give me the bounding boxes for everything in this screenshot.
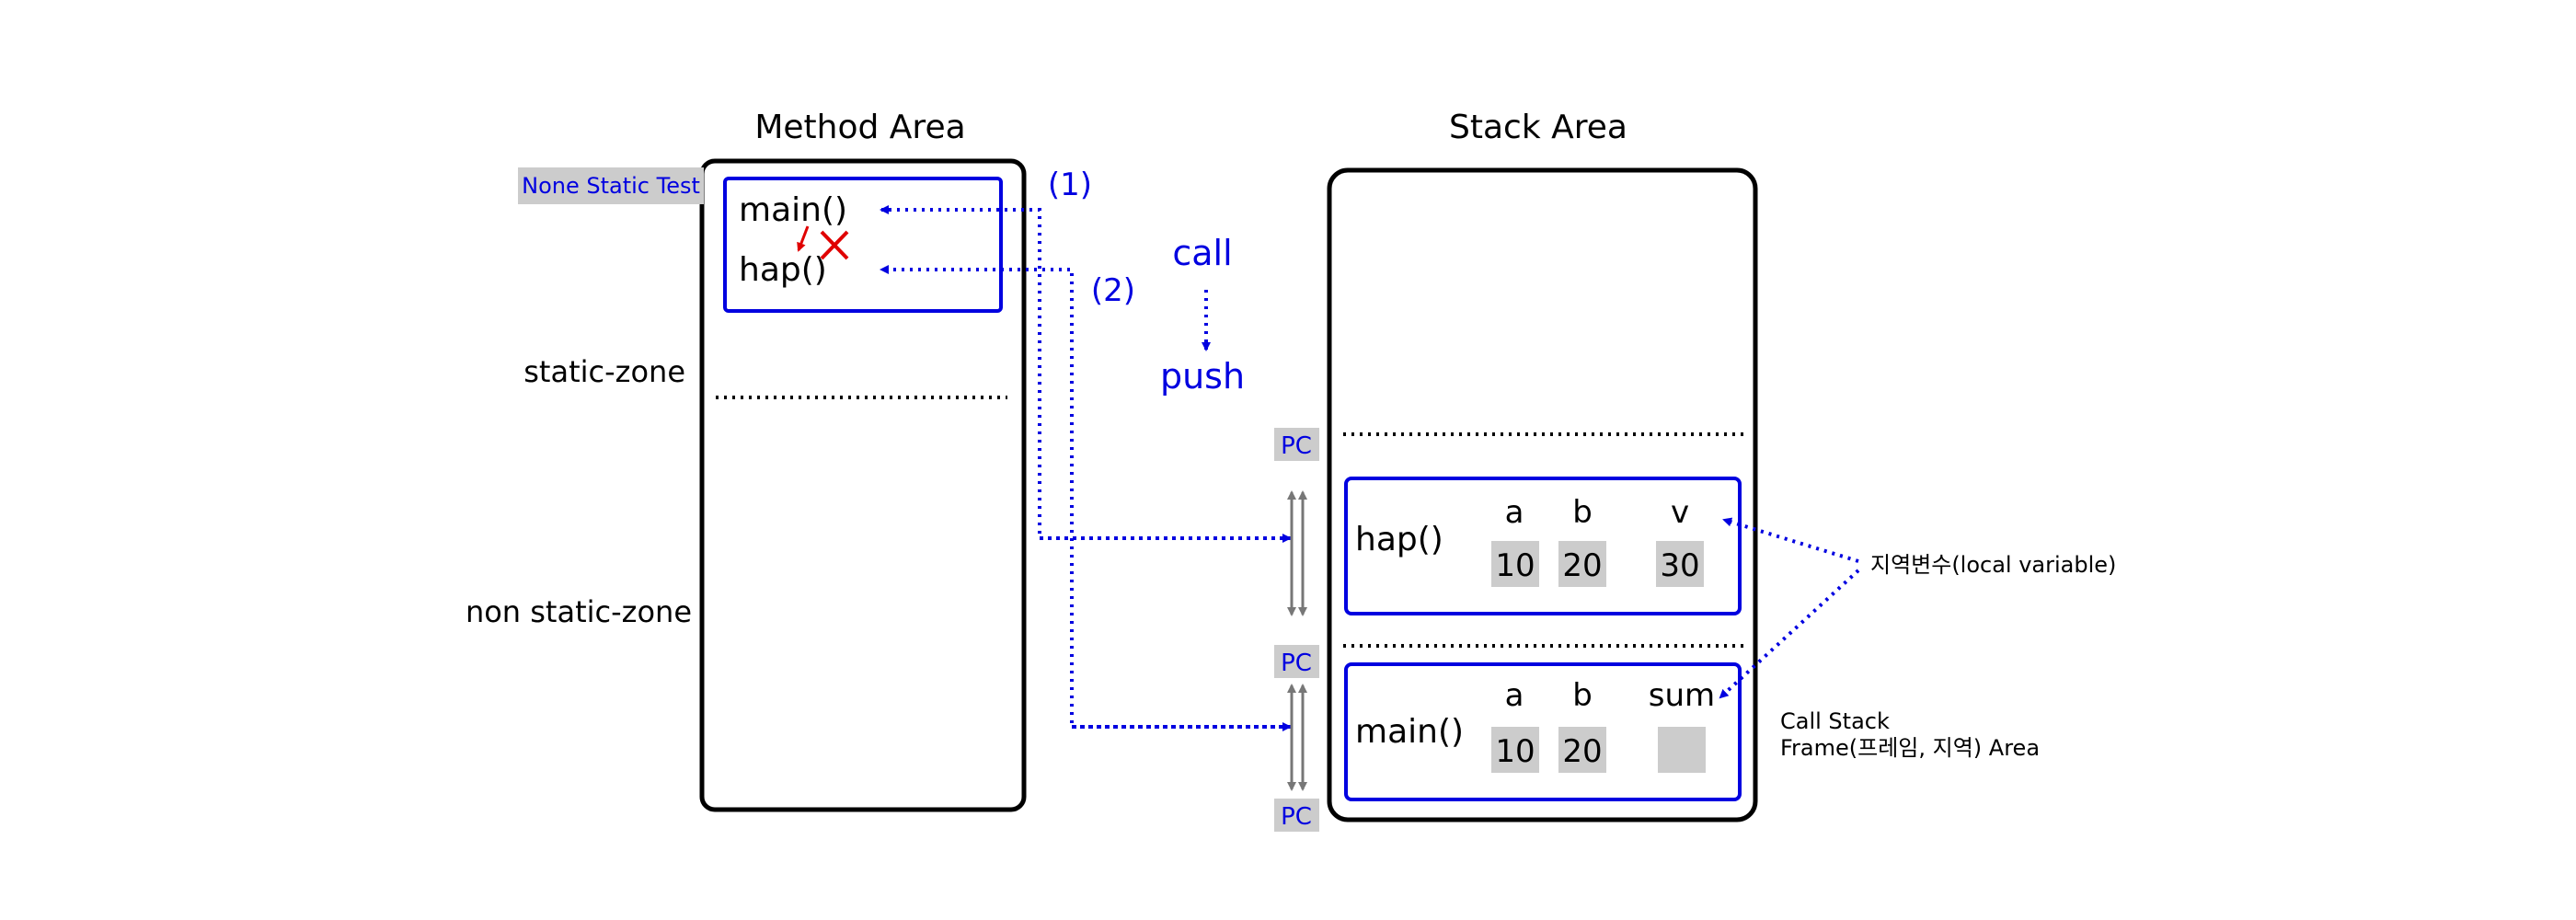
- main-var-a-cell: [1491, 727, 1539, 773]
- stack-area-box: [1327, 167, 1758, 822]
- pc-badge-middle-bg: [1274, 645, 1319, 678]
- hap-var-b-name: b: [1572, 494, 1593, 531]
- static-zone-label: static-zone: [523, 354, 685, 389]
- step-1-label: (1): [1048, 167, 1092, 203]
- main-frame-box: [1344, 662, 1742, 801]
- main-var-a-name: a: [1505, 677, 1524, 714]
- main-var-b-cell: [1558, 727, 1606, 773]
- call-stack-label-line1: Call Stack: [1780, 708, 1890, 734]
- local-variable-label: 지역변수(local variable): [1870, 552, 2116, 578]
- main-var-sum-name: sum: [1649, 677, 1715, 714]
- hap-var-a-name: a: [1505, 494, 1524, 531]
- pc-badge-top-bg: [1274, 428, 1319, 461]
- pc-badge-top: PC: [1281, 432, 1312, 460]
- pc-badge-bottom: PC: [1281, 803, 1312, 831]
- hap-frame-box: [1344, 477, 1742, 615]
- none-static-badge-bg: [518, 167, 704, 204]
- push-label: push: [1160, 356, 1245, 397]
- call-stack-label-line2: Frame(프레임, 지역) Area: [1780, 735, 2040, 761]
- main-var-a-value: 10: [1495, 733, 1535, 770]
- method-hap-function: hap(): [739, 251, 827, 289]
- step-2-connector: [880, 265, 1292, 729]
- local-variable-arrow-main: [1719, 569, 1860, 699]
- main-frame-label: main(): [1355, 713, 1464, 751]
- none-static-badge: None Static Test: [522, 173, 700, 199]
- call-label: call: [1172, 233, 1232, 273]
- main-var-b-name: b: [1572, 677, 1593, 714]
- non-static-zone-label: non static-zone: [466, 594, 692, 629]
- hap-var-v-cell: [1656, 541, 1704, 587]
- method-main-function: main(): [739, 191, 847, 229]
- stack-area-title: Stack Area: [1449, 109, 1627, 146]
- hap-var-a-cell: [1491, 541, 1539, 587]
- hap-var-v-name: v: [1671, 494, 1689, 531]
- method-area-box: [699, 158, 1027, 812]
- pc-badge-middle: PC: [1281, 650, 1312, 677]
- hap-var-b-value: 20: [1562, 547, 1602, 584]
- red-call-arrow: [797, 225, 810, 252]
- pc-range-arrows: [1287, 490, 1307, 791]
- method-area-title: Method Area: [754, 109, 965, 146]
- main-var-sum-cell: [1658, 727, 1706, 773]
- hap-var-a-value: 10: [1495, 547, 1535, 584]
- method-functions-box: [723, 177, 1003, 313]
- main-stack-frame: main() a b sum 10 20: [1344, 662, 1742, 801]
- local-variable-arrow-hap: [1722, 517, 1859, 563]
- main-var-b-value: 20: [1562, 733, 1602, 770]
- hap-var-b-cell: [1558, 541, 1606, 587]
- step-2-label: (2): [1091, 272, 1135, 309]
- pc-badge-bottom-bg: [1274, 799, 1319, 832]
- hap-var-v-value: 30: [1660, 547, 1699, 584]
- hap-frame-label: hap(): [1355, 521, 1443, 558]
- hap-stack-frame: hap() a b v 10 20 30: [1344, 477, 1742, 615]
- cross-icon: [820, 230, 849, 260]
